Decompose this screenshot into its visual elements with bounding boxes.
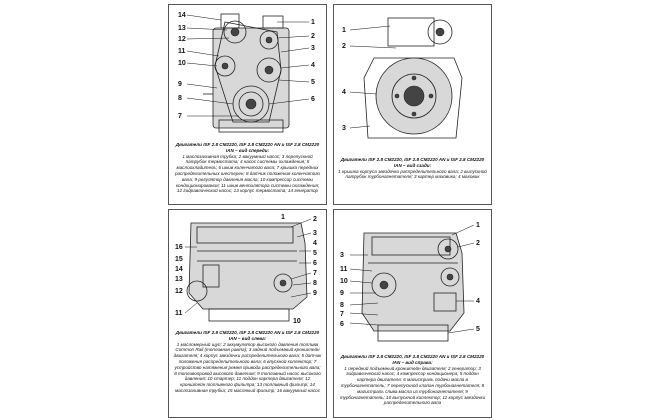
panel-rear-view: 1 2 4 3 Двигатели ISF 2.8 CM2220, ISF 2.… — [333, 4, 492, 205]
caption-title: Двигатели ISF 2.8 CM2220, ISF 2.8 CM2220… — [175, 330, 320, 341]
left-view-caption: Двигатели ISF 2.8 CM2220, ISF 2.8 CM2220… — [173, 330, 322, 394]
callout: 5 — [313, 250, 317, 257]
callout: 7 — [313, 270, 317, 277]
right-view-caption: Двигатели ISF 2.8 CM2220, ISF 2.8 CM2220… — [338, 354, 487, 406]
callout: 3 — [340, 252, 344, 259]
callout: 9 — [313, 290, 317, 297]
callout: 4 — [342, 89, 346, 96]
rear-view-drawing: 1 2 4 3 — [342, 17, 463, 139]
caption-legend: 1 маслозаливная трубка; 2 вакуумный насо… — [175, 153, 320, 194]
callout: 12 — [175, 288, 183, 295]
caption-legend: 1 крышка корпуса звездочки распределител… — [338, 168, 487, 180]
callout: 6 — [340, 321, 344, 328]
callout: 5 — [476, 326, 480, 333]
panel-left-view: 1 2 3 4 16 5 6 15 14 7 13 8 12 9 11 10 Д… — [168, 209, 327, 418]
callout: 12 — [178, 36, 186, 43]
callout: 5 — [311, 79, 315, 86]
callout: 9 — [178, 81, 182, 88]
callout: 8 — [340, 302, 344, 309]
callout: 4 — [311, 62, 315, 69]
callout: 2 — [342, 43, 346, 50]
callout: 1 — [311, 19, 315, 26]
callout: 6 — [311, 96, 315, 103]
callout: 10 — [340, 278, 348, 285]
caption-title: Двигатели ISF 2.8 CM2220, ISF 2.8 CM2220… — [175, 142, 320, 153]
callout: 2 — [476, 240, 480, 247]
callout: 8 — [313, 280, 317, 287]
callout: 6 — [313, 260, 317, 267]
callout: 2 — [311, 33, 315, 40]
rear-view-caption: Двигатели ISF 2.8 CM2220, ISF 2.8 CM2220… — [338, 157, 487, 180]
right-view-drawing: 1 2 3 11 10 9 8 4 7 6 5 — [340, 222, 480, 342]
callout: 10 — [178, 60, 186, 67]
callout: 4 — [313, 240, 317, 247]
front-view-drawing: 14 1 13 2 12 3 11 4 10 5 9 8 6 7 — [178, 12, 315, 133]
front-view-caption: Двигатели ISF 2.8 CM2220, ISF 2.8 CM2220… — [173, 142, 322, 194]
callout: 3 — [342, 125, 346, 132]
callout: 3 — [313, 230, 317, 237]
callout: 11 — [340, 266, 348, 273]
panel-front-view: 14 1 13 2 12 3 11 4 10 5 9 8 6 7 Двигате… — [168, 4, 327, 205]
callout: 7 — [340, 311, 344, 318]
callout: 3 — [311, 45, 315, 52]
caption-legend: 1 передний подъемный кронштейн двигателя… — [339, 365, 486, 406]
callout: 1 — [342, 27, 346, 34]
callout: 4 — [476, 298, 480, 305]
callout: 1 — [476, 222, 480, 229]
callout: 14 — [175, 266, 183, 273]
caption-legend: 1 масломерный щуп; 2 аккумулятор высоког… — [173, 341, 322, 393]
callout: 14 — [178, 12, 186, 19]
callout: 7 — [178, 113, 182, 120]
callout: 1 — [281, 214, 285, 221]
caption-title: Двигатели ISF 2.8 CM2220, ISF 2.8 CM2220… — [340, 354, 485, 365]
panel-right-view: 1 2 3 11 10 9 8 4 7 6 5 Двигатели ISF 2.… — [333, 209, 492, 418]
callout: 13 — [178, 25, 186, 32]
callout: 11 — [178, 48, 186, 55]
left-view-drawing: 1 2 3 4 16 5 6 15 14 7 13 8 12 9 11 10 — [175, 214, 317, 325]
callout: 13 — [175, 276, 183, 283]
callout: 2 — [313, 216, 317, 223]
callout: 9 — [340, 290, 344, 297]
callout: 11 — [175, 310, 183, 317]
caption-title: Двигатели ISF 2.8 CM2220, ISF 2.8 CM2220… — [340, 157, 485, 168]
callout: 16 — [175, 244, 183, 251]
callout: 8 — [178, 95, 182, 102]
callout: 15 — [175, 256, 183, 263]
callout: 10 — [293, 318, 301, 325]
